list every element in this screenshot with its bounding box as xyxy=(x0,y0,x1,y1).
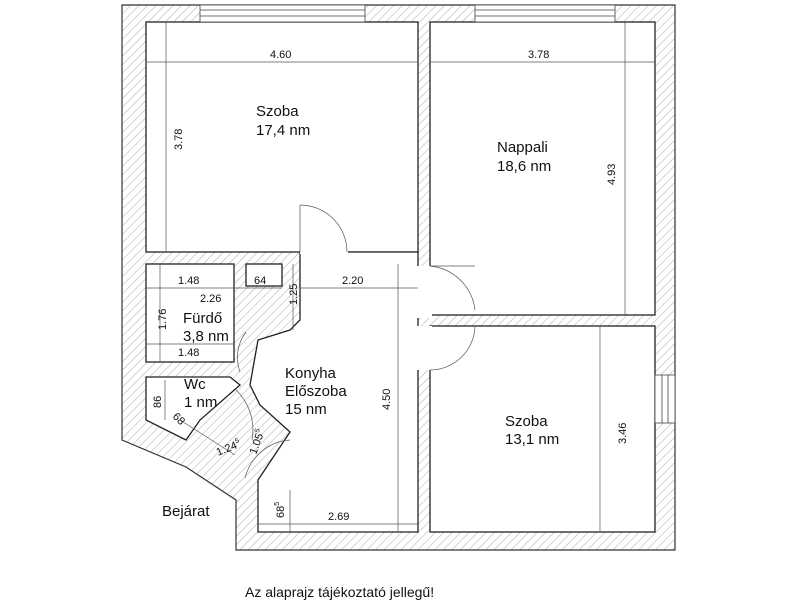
dim-szoba-top-depth: 3.78 xyxy=(173,129,185,150)
room-furdo xyxy=(145,263,235,363)
room-niche xyxy=(245,263,283,287)
room-area-wc: 1 nm xyxy=(184,394,217,411)
room-name-eloszoba: Előszoba xyxy=(285,383,347,400)
room-area-szoba-bottom: 13,1 nm xyxy=(505,431,559,448)
dim-nappali-width: 3.78 xyxy=(528,49,549,61)
dim-wc-a: 86 xyxy=(152,396,164,408)
dim-niche: 64 xyxy=(254,275,266,287)
room-name-szoba-top: Szoba xyxy=(256,103,299,120)
room-name-wc: Wc xyxy=(184,376,206,393)
window-top-right xyxy=(474,4,616,23)
room-area-furdo: 3,8 nm xyxy=(183,328,229,345)
room-area-szoba-top: 17,4 nm xyxy=(256,122,310,139)
dim-entry-b-sup: 5 xyxy=(254,428,262,434)
dim-furdo-width-top: 1.48 xyxy=(178,275,199,287)
footnote: Az alaprajz tájékoztató jellegű! xyxy=(245,584,434,600)
dim-entry-c: 68 xyxy=(275,506,287,518)
dim-furdo-width-bottom: 1.48 xyxy=(178,347,199,359)
dimension-lines xyxy=(146,22,655,532)
window-right xyxy=(654,374,676,424)
room-area-konyha: 15 nm xyxy=(285,401,327,418)
dim-szoba-top-width: 4.60 xyxy=(270,49,291,61)
dim-szoba-bottom-depth: 3.46 xyxy=(617,423,629,444)
dim-nappali-depth: 4.93 xyxy=(606,164,618,185)
room-name-szoba-bottom: Szoba xyxy=(505,413,548,430)
room-konyha-eloszoba xyxy=(249,251,419,533)
entrance-label: Bejárat xyxy=(162,503,210,520)
room-name-nappali: Nappali xyxy=(497,139,548,156)
room-wc xyxy=(145,376,242,441)
dim-furdo-depth: 1.76 xyxy=(157,309,169,330)
dim-hall-width: 2.20 xyxy=(342,275,363,287)
dim-hall-small: 1.25 xyxy=(288,284,300,305)
room-name-konyha: Konyha xyxy=(285,365,337,382)
dim-furdo-diagonal: 2.26 xyxy=(200,293,221,305)
room-name-furdo: Fürdő xyxy=(183,310,222,327)
svg-text:685: 685 xyxy=(274,502,287,518)
room-area-nappali: 18,6 nm xyxy=(497,158,551,175)
room-szoba-bottom xyxy=(429,325,656,533)
window-top-left xyxy=(199,4,366,23)
dim-konyha-depth: 4.50 xyxy=(381,389,393,410)
dim-konyha-width-bottom: 2.69 xyxy=(328,511,349,523)
dim-entry-c-group: 685 xyxy=(274,502,287,518)
dim-entry-c-sup: 5 xyxy=(274,502,281,506)
dim-entry-a-sup: 5 xyxy=(234,437,240,445)
room-szoba-top xyxy=(145,21,419,253)
